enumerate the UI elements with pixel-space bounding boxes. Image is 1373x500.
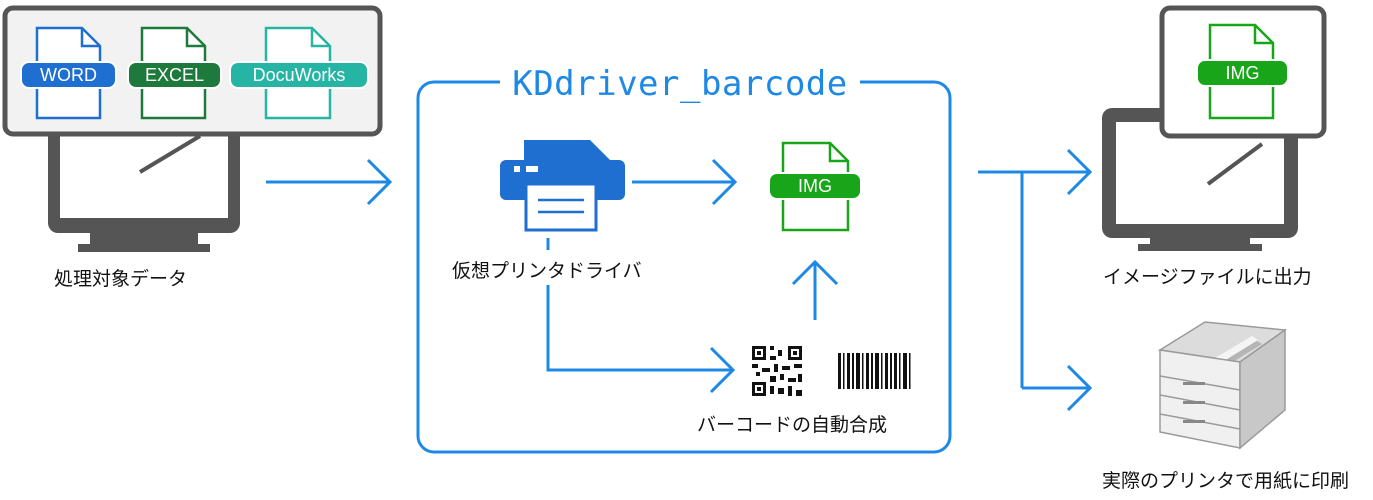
generated-image-chip: IMG — [768, 172, 862, 200]
barcode-caption: バーコードの自動合成 — [697, 414, 888, 436]
excel-chip: EXCEL — [127, 61, 222, 89]
output-file-caption: イメージファイルに出力 — [1103, 266, 1312, 288]
docuworks-chip: DocuWorks — [229, 61, 369, 89]
word-chip: WORD — [20, 61, 117, 89]
arrow-to-driver — [266, 158, 393, 206]
office-printer-icon — [1157, 321, 1288, 450]
driver-box-title: KDdriver_barcode — [500, 64, 860, 104]
output-image-chip: IMG — [1196, 59, 1289, 87]
qr-code-icon — [752, 346, 802, 396]
arrow-printer-to-image — [632, 158, 738, 206]
linear-barcode-icon — [838, 353, 911, 389]
output-monitor-icon — [1102, 5, 1327, 251]
arrow-printer-to-barcode — [546, 238, 736, 394]
source-caption: 処理対象データ — [54, 268, 188, 290]
printer-icon — [500, 140, 625, 232]
output-print-caption: 実際のプリンタで用紙に印刷 — [1102, 470, 1350, 492]
arrow-to-outputs — [978, 148, 1093, 412]
printer-caption: 仮想プリンタドライバ — [452, 260, 642, 282]
arrow-barcode-to-image — [791, 259, 839, 320]
